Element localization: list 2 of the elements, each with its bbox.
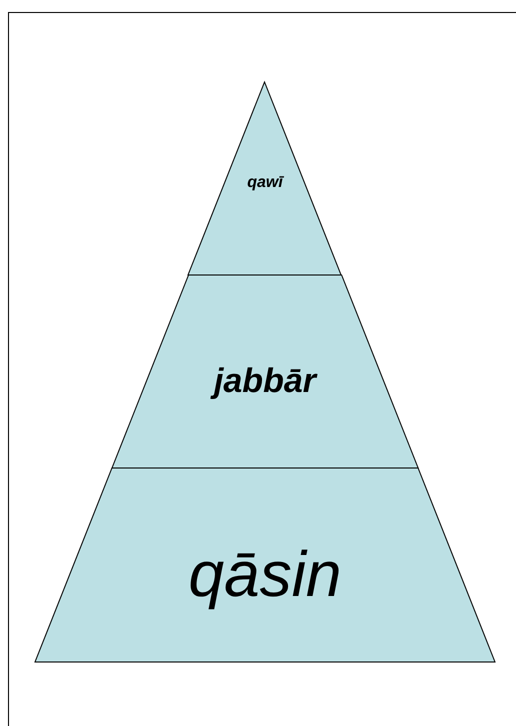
section-label: qāsin [188, 537, 342, 612]
section-label: qawī [247, 172, 283, 192]
